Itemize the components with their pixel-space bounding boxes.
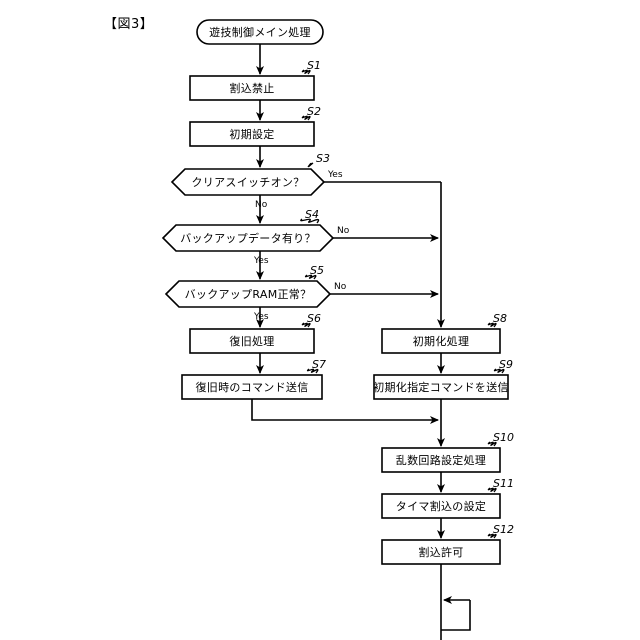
step-number-s7: S7 [312, 358, 326, 371]
figure-number-label: 【図3】 [104, 17, 154, 32]
start-node-label: 遊技制御メイン処理 [209, 26, 311, 39]
leader-line-s1 [301, 69, 311, 75]
node-label-s4: バックアップデータ有り？ [180, 232, 316, 245]
process-node-s6 [189, 328, 315, 354]
node-label-s6: 復旧処理 [229, 335, 275, 348]
step-number-s1: S1 [307, 59, 321, 72]
step-number-s5: S5 [310, 264, 324, 277]
edge-label-s5-no: No [334, 282, 347, 292]
process-node-s1 [189, 75, 315, 101]
edge-label-s4-no: No [337, 226, 350, 236]
leader-line-s2 [301, 115, 311, 121]
node-label-s9: 初期化指定コマンドを送信 [373, 381, 509, 394]
node-label-s10: 乱数回路設定処理 [395, 454, 487, 467]
process-node-s9 [373, 374, 509, 400]
edge-loop-back [441, 600, 471, 631]
node-label-s5: バックアップRAM正常？ [184, 288, 312, 301]
edge-s7-to-merge [251, 399, 439, 424]
process-node-s12 [381, 539, 501, 565]
process-node-s8 [381, 328, 501, 354]
step-number-s3: S3 [316, 152, 330, 165]
flow-node-shapes [161, 19, 509, 565]
node-label-s2: 初期設定 [229, 128, 275, 141]
node-label-s1: 割込禁止 [229, 82, 275, 95]
step-number-s8: S8 [493, 312, 507, 325]
process-node-s2 [189, 121, 315, 147]
step-number-s4: S4 [305, 208, 319, 221]
step-number-s11: S11 [493, 477, 514, 490]
process-node-s10 [381, 447, 501, 473]
step-number-s6: S6 [307, 312, 321, 325]
node-label-s11: タイマ割込の設定 [395, 500, 487, 513]
leader-line-s8 [487, 322, 497, 328]
step-number-s9: S9 [499, 358, 513, 371]
step-label-leaders [300, 69, 505, 539]
leader-line-s12 [487, 533, 497, 539]
edge-label-s4-yes: Yes [254, 256, 269, 266]
leader-line-s11 [487, 487, 497, 493]
leader-line-s10 [487, 441, 497, 447]
flow-connectors [251, 44, 471, 640]
node-label-s7: 復旧時のコマンド送信 [195, 381, 309, 394]
edge-label-s5-yes: Yes [254, 312, 269, 322]
node-label-s8: 初期化処理 [412, 335, 470, 348]
process-node-s7 [181, 374, 323, 400]
node-label-s12: 割込許可 [418, 546, 464, 559]
leader-line-s5 [304, 274, 317, 280]
edge-label-s3-yes: Yes [328, 170, 343, 180]
leader-line-s9 [493, 368, 505, 374]
leader-line-s7 [306, 368, 319, 374]
edge-label-s3-no: No [255, 200, 268, 210]
leader-line-s4 [300, 218, 320, 224]
step-number-s12: S12 [493, 523, 514, 536]
leader-line-s3 [307, 162, 314, 168]
step-number-s2: S2 [307, 105, 321, 118]
leader-line-s6 [301, 322, 311, 328]
step-number-s10: S10 [493, 431, 514, 444]
process-node-s11 [381, 493, 501, 519]
node-label-s3: クリアスイッチオン？ [191, 176, 305, 189]
